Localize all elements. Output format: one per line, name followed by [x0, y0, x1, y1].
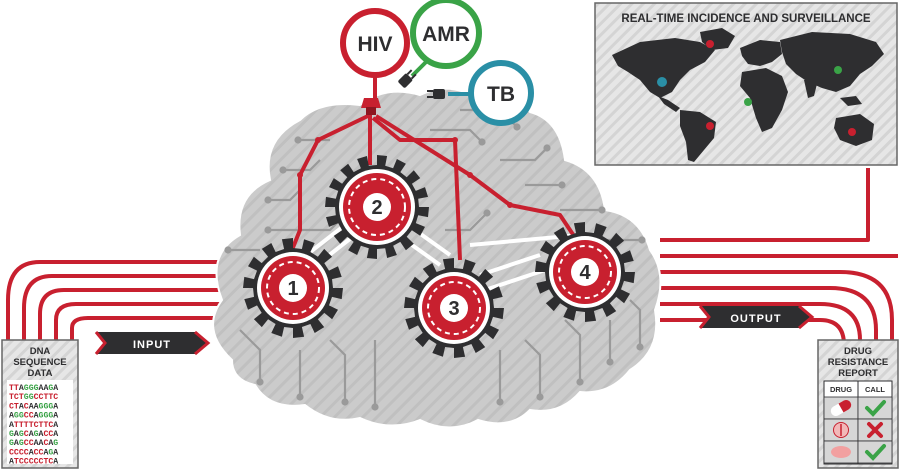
output-label: OUTPUT	[730, 313, 781, 325]
gear-2: 2	[325, 155, 429, 259]
dna-sequence-line: ATCCCCCTCA	[9, 458, 58, 467]
drug-col-header: DRUG	[830, 385, 852, 394]
dna-sequence-line: TTAGGGAAGA	[9, 384, 58, 393]
surveillance-title: REAL-TIME INCIDENCE AND SURVEILLANCE	[621, 13, 871, 25]
dna-title-2: SEQUENCE	[13, 357, 66, 368]
tablet-icon	[833, 422, 849, 438]
gear-1: 1	[243, 238, 343, 338]
world-map	[612, 28, 884, 162]
hiv-label: HIV	[357, 33, 392, 56]
report-rows	[823, 396, 893, 464]
surveillance-panel: REAL-TIME INCIDENCE AND SURVEILLANCE	[594, 2, 898, 166]
capsule-icon	[830, 400, 852, 416]
gear-3-number: 3	[448, 298, 459, 320]
output-arrow: OUTPUT	[698, 304, 815, 330]
check-icon	[865, 444, 886, 461]
dna-sequence-line: CTACAAGGGA	[9, 402, 58, 411]
wire-nodes	[297, 137, 513, 208]
pathogen-hiv: HIV	[340, 8, 410, 98]
output-pipes	[660, 168, 898, 346]
report-title-1: DRUG	[844, 346, 872, 357]
pathogen-tb: TB	[448, 60, 534, 126]
dna-sequence-line: GAGCAGACCA	[9, 430, 58, 439]
oval-pill-icon	[831, 446, 851, 458]
dna-title-3: DATA	[28, 368, 53, 379]
input-label: INPUT	[133, 339, 171, 351]
call-col-header: CALL	[865, 385, 885, 394]
dna-sequence-line: CCCCACCAGA	[9, 448, 58, 457]
report-title-2: RESISTANCE	[828, 357, 889, 368]
incidence-markers	[657, 40, 856, 136]
gear-1-number: 1	[287, 278, 298, 300]
tb-label: TB	[487, 83, 515, 106]
input-arrow: INPUT	[94, 330, 211, 356]
dna-sequence-list: TTAGGGAAGATCTGGCCTTCCTACAAGGGAAGGCCAGGGA…	[9, 384, 58, 467]
plug-icon	[361, 69, 445, 115]
input-pipes	[6, 260, 230, 345]
dna-sequence-line: ATTTTCTTCA	[9, 421, 58, 430]
report-row	[823, 440, 893, 464]
report-title-3: REPORT	[838, 368, 878, 379]
check-icon	[865, 400, 886, 417]
gear-3: 3	[404, 258, 504, 358]
amr-label: AMR	[422, 23, 470, 46]
cross-icon	[867, 422, 883, 438]
report-row	[823, 396, 893, 420]
dna-card: DNA SEQUENCE DATA TTAGGGAAGATCTGGCCTTCCT…	[1, 339, 79, 469]
dna-title-1: DNA	[30, 346, 51, 357]
dna-sequence-line: GAGCCAACAG	[9, 439, 58, 448]
cloud	[212, 87, 662, 429]
dna-sequence-line: AGGCCAGGGA	[9, 412, 58, 421]
gear-2-number: 2	[371, 197, 382, 219]
report-row	[823, 418, 893, 442]
pathogen-amr: AMR	[410, 0, 482, 78]
report-card: DRUG RESISTANCE REPORT DRUG CALL	[817, 339, 899, 469]
gear-4: 4	[535, 222, 635, 322]
gears: 1 2 3 4	[243, 155, 635, 358]
dna-sequence-line: TCTGGCCTTC	[9, 393, 58, 402]
gear-4-number: 4	[579, 262, 591, 284]
